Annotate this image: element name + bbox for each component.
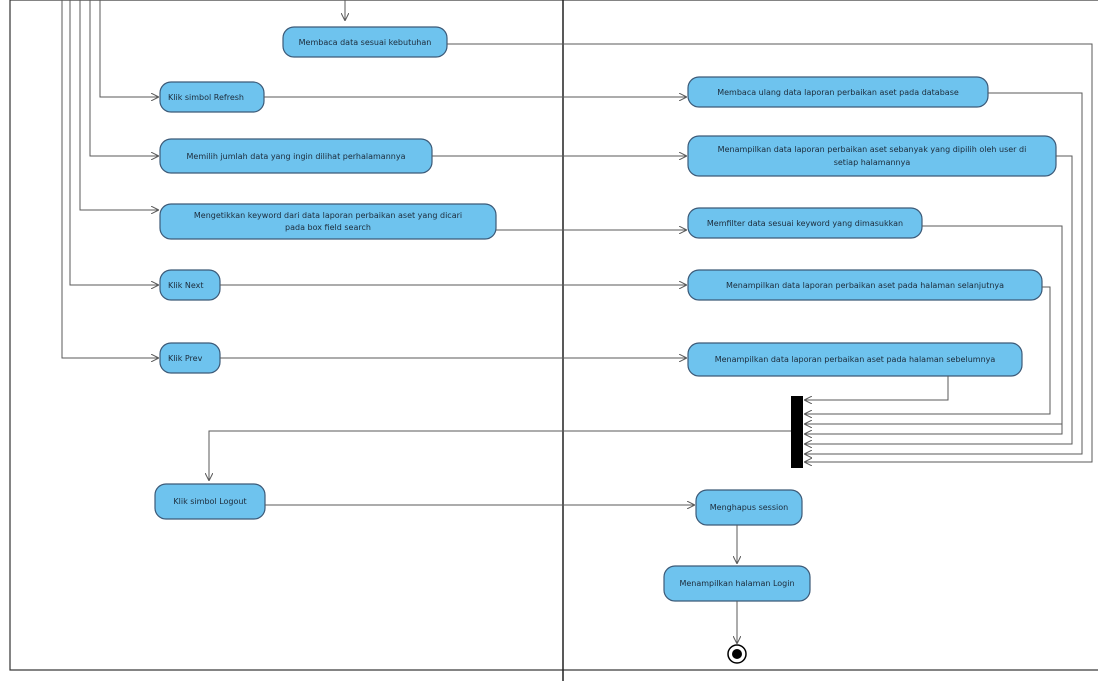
action-menampilkan-selanjutnya: Menampilkan data laporan perbaikan aset … xyxy=(687,269,1043,301)
action-menampilkan-login: Menampilkan halaman Login xyxy=(663,565,811,602)
svg-text:Klik simbol Refresh: Klik simbol Refresh xyxy=(168,93,244,102)
action-klik-logout: Klik simbol Logout xyxy=(154,483,266,520)
final-node xyxy=(727,644,747,664)
lane-frame xyxy=(9,0,1098,671)
flow-selanjutnya-to-join xyxy=(805,286,1051,414)
svg-text:Menampilkan data laporan perba: Menampilkan data laporan perbaikan aset … xyxy=(715,355,996,364)
flow-to-refresh xyxy=(99,0,158,97)
svg-text:Menampilkan data laporan perba: Menampilkan data laporan perbaikan aset … xyxy=(718,145,1027,154)
action-mengetikkan-keyword: Mengetikkan keyword dari data laporan pe… xyxy=(159,203,497,240)
svg-text:Menghapus session: Menghapus session xyxy=(710,503,788,512)
svg-text:Mengetikkan keyword dari data: Mengetikkan keyword dari data laporan pe… xyxy=(194,211,462,220)
flow-membaca-data-to-join xyxy=(447,43,1093,462)
svg-text:Klik Prev: Klik Prev xyxy=(168,354,203,363)
flow-to-memilih xyxy=(89,0,158,156)
action-memfilter: Memfilter data sesuai keyword yang dimas… xyxy=(687,207,923,239)
action-memilih-jumlah: Memilih jumlah data yang ingin dilihat p… xyxy=(159,138,433,174)
action-menghapus-session: Menghapus session xyxy=(695,489,803,526)
action-menampilkan-sebelumnya: Menampilkan data laporan perbaikan aset … xyxy=(687,342,1023,377)
action-klik-refresh: Klik simbol Refresh xyxy=(159,81,265,113)
flow-to-prev xyxy=(61,0,158,358)
svg-text:Membaca ulang data laporan per: Membaca ulang data laporan perbaikan ase… xyxy=(717,88,959,97)
svg-text:Memilih jumlah data yang ingin: Memilih jumlah data yang ingin dilihat p… xyxy=(187,152,406,161)
svg-text:Memfilter data sesuai keyword: Memfilter data sesuai keyword yang dimas… xyxy=(707,219,903,228)
svg-text:Menampilkan data laporan perba: Menampilkan data laporan perbaikan aset … xyxy=(726,281,1004,290)
flow-join-to-logout xyxy=(209,430,791,480)
flow-menampilkan-to-join xyxy=(805,155,1073,444)
flow-to-next xyxy=(69,0,158,285)
join-bar xyxy=(791,396,803,468)
flow-to-mengetikkan xyxy=(79,0,158,210)
svg-text:Klik simbol Logout: Klik simbol Logout xyxy=(173,497,246,506)
action-menampilkan-sebanyak: Menampilkan data laporan perbaikan aset … xyxy=(687,135,1057,177)
svg-text:pada box field search: pada box field search xyxy=(285,223,371,232)
action-membaca-data: Membaca data sesuai kebutuhan xyxy=(282,26,448,58)
action-membaca-ulang: Membaca ulang data laporan perbaikan ase… xyxy=(687,76,989,108)
svg-text:Membaca data sesuai kebutuhan: Membaca data sesuai kebutuhan xyxy=(299,38,432,47)
action-klik-next: Klik Next xyxy=(159,269,221,301)
flow-sebelumnya-to-join xyxy=(805,376,949,400)
svg-text:Menampilkan halaman Login: Menampilkan halaman Login xyxy=(679,579,794,588)
flow-membaca-ulang-to-join xyxy=(805,92,1083,454)
svg-text:Klik Next: Klik Next xyxy=(168,281,204,290)
flow-memfilter-to-join xyxy=(805,225,1063,434)
action-klik-prev: Klik Prev xyxy=(159,342,221,374)
svg-text:setiap halamannya: setiap halamannya xyxy=(834,158,911,167)
